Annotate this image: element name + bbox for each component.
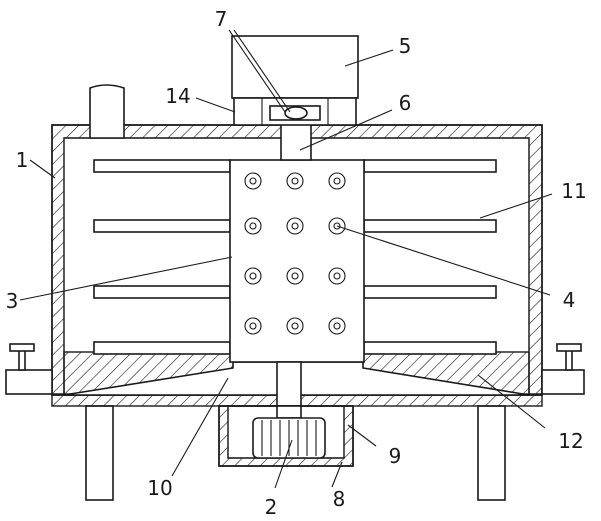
right-bracket	[541, 369, 585, 395]
label-8: 8	[333, 487, 346, 511]
label-5: 5	[399, 34, 412, 58]
coupling	[269, 105, 321, 121]
label-3: 3	[6, 289, 19, 313]
blade	[363, 219, 497, 233]
label-9: 9	[389, 444, 402, 468]
blade	[363, 285, 497, 299]
blade	[93, 285, 231, 299]
right-bolt-head	[556, 343, 582, 352]
inlet-pipe	[89, 84, 125, 139]
bottom-motor	[252, 417, 326, 459]
label-2: 2	[265, 495, 278, 519]
blade	[93, 341, 231, 355]
motor-shaft	[276, 405, 302, 419]
label-1: 1	[16, 148, 29, 172]
top-motor	[231, 35, 359, 126]
left-bracket	[5, 369, 53, 395]
left-bolt-head	[9, 343, 35, 352]
blade	[363, 159, 497, 173]
blade	[93, 219, 231, 233]
label-12: 12	[558, 429, 583, 453]
left-leg	[85, 405, 114, 501]
central-block	[229, 159, 365, 363]
blade	[93, 159, 231, 173]
blade	[363, 341, 497, 355]
coupling-ring	[284, 106, 308, 120]
motor-body	[231, 35, 359, 99]
part-labels: 7 5 14 6 1 11 4 3 12 9 10 8 2	[6, 7, 587, 519]
leader-lines	[19, 29, 553, 489]
label-14: 14	[165, 84, 190, 108]
left-bolt	[18, 349, 26, 371]
label-4: 4	[563, 288, 576, 312]
right-bolt	[565, 349, 573, 371]
top-shaft	[280, 119, 312, 161]
label-11: 11	[561, 179, 586, 203]
block-body	[229, 159, 365, 363]
side-brackets	[5, 343, 585, 395]
label-10: 10	[147, 476, 172, 500]
bottom-shaft	[276, 361, 302, 407]
support-legs	[85, 405, 506, 501]
label-7: 7	[215, 7, 228, 31]
stirring-blades	[93, 159, 497, 355]
label-6: 6	[399, 91, 412, 115]
bottom-motor-housing	[218, 405, 354, 467]
right-leg	[477, 405, 506, 501]
holes	[244, 172, 346, 335]
